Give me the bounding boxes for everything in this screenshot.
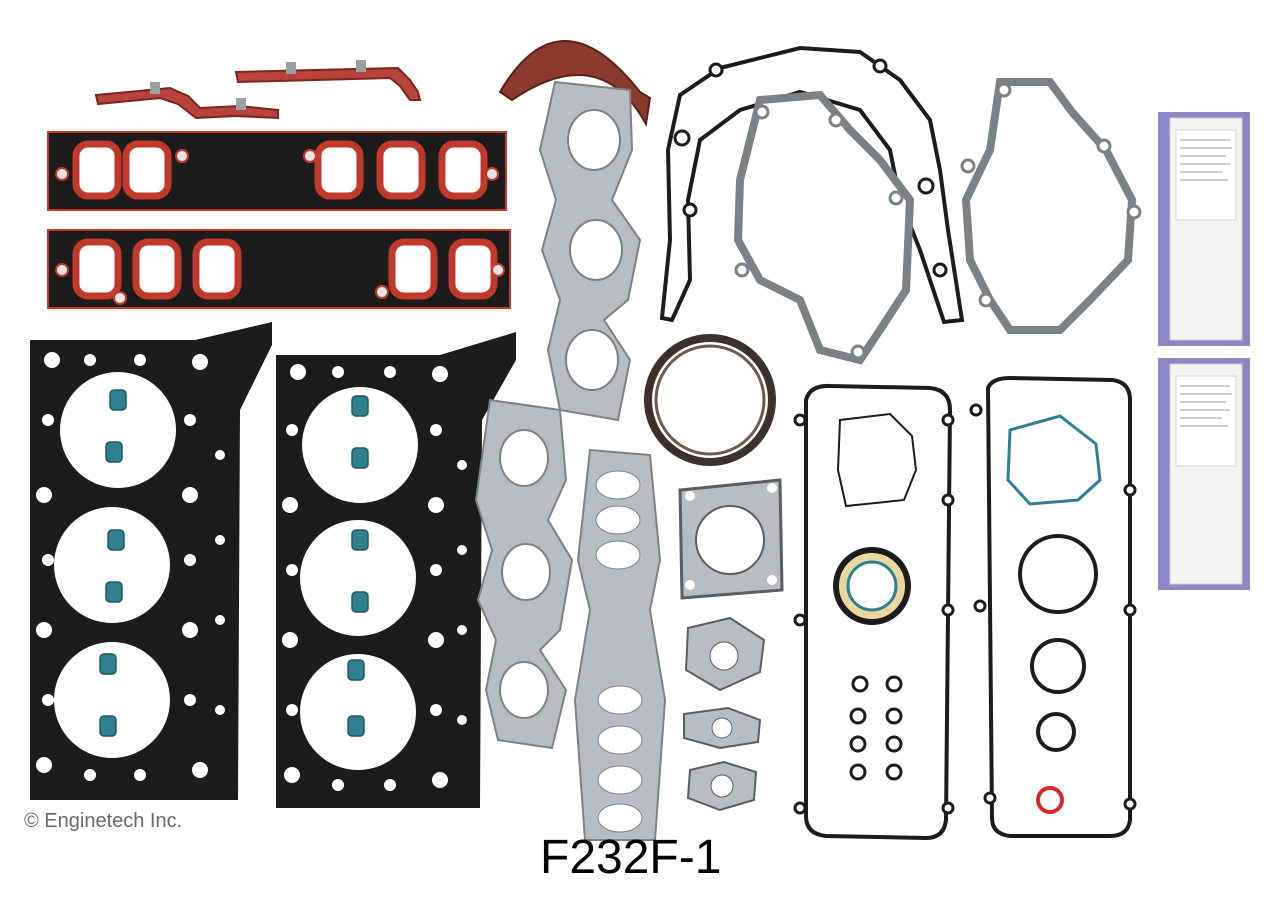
red-o-ring: [1036, 786, 1064, 814]
valve-cover-gasket-right: [969, 375, 1137, 838]
head-gasket-right: [276, 332, 516, 808]
head-gasket-left: [30, 322, 272, 800]
exhaust-gasket-upper: [538, 80, 642, 422]
sealant-packet-bottom: [1158, 358, 1250, 590]
rear-main-seal-half: [498, 40, 652, 128]
front-crank-seal: [644, 334, 776, 466]
sealant-packet-top: [1158, 112, 1250, 346]
exhaust-gasket-lower: [474, 398, 574, 750]
small-gasket-1: [684, 616, 766, 692]
intake-manifold-gasket-upper: [47, 131, 507, 211]
intake-runner-strip-right: [234, 60, 422, 101]
small-o-rings: [849, 675, 903, 781]
intake-runner-strip-left: [94, 82, 279, 120]
cam-seal: [833, 547, 911, 625]
small-gasket-3: [686, 760, 758, 812]
copyright-text: © Enginetech Inc.: [24, 810, 183, 832]
valve-stem-seals: [99, 389, 369, 737]
small-gasket-2: [683, 706, 762, 750]
throttle-body-gasket: [678, 478, 784, 600]
spark-plug-tube-seals: [1018, 534, 1098, 752]
water-pump-gasket-right: [960, 78, 1142, 334]
intake-manifold-gasket-lower: [47, 229, 511, 309]
plenum-gasket: [573, 448, 667, 841]
part-number: F232F-1: [540, 831, 722, 884]
water-pump-gasket-left: [733, 90, 915, 365]
